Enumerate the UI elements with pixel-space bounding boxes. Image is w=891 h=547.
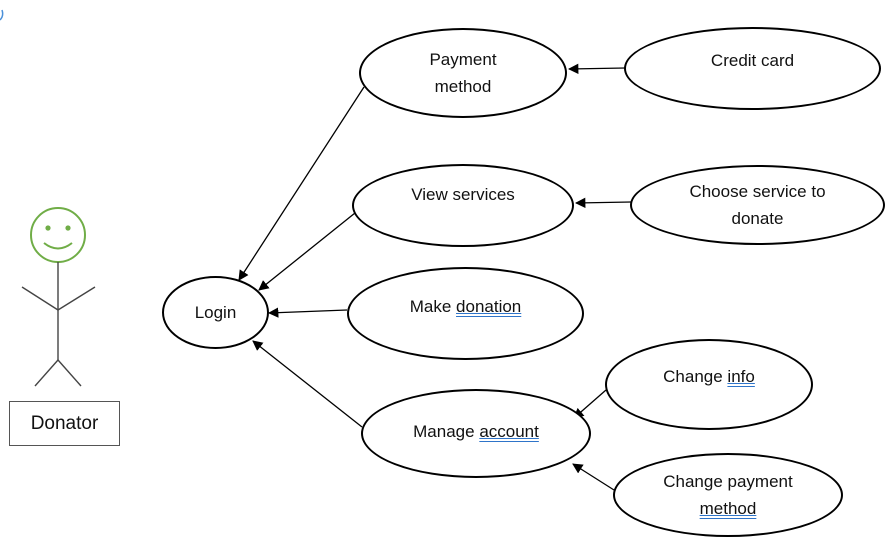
change-payment-line1: Change payment [663,472,793,491]
actor-left-leg [34,359,59,387]
change-info-word: info [727,367,755,386]
actor-right-arm [57,286,96,311]
arrow-choose-to-services [574,197,632,209]
actor-left-arm [21,286,59,311]
actor-label-box: Donator [9,401,120,446]
use-case-choose-service-label: Choose service to donate [689,182,826,228]
arrow-donation-to-login [267,307,348,318]
use-case-make-donation: Make donation [347,267,584,360]
use-case-manage-account: Manage account [361,389,591,478]
use-case-view-services-label: View services [411,185,515,204]
change-info-prefix: Change [663,367,728,386]
use-case-login: Login [162,276,269,349]
actor-name: Donator [30,412,99,434]
use-case-view-services: View services [352,164,574,247]
use-case-credit-card-label: Credit card [710,51,795,70]
use-case-change-payment-label: Change payment method [663,468,792,522]
make-donation-prefix: Make [409,297,457,316]
corner-fragment [0,9,4,21]
arrow-creditcard-to-payment [567,63,626,75]
change-payment-line2: method [699,499,757,518]
actor-right-eye [65,225,71,231]
arrow-account-to-login [252,340,363,428]
actor-left-eye [45,225,51,231]
manage-account-prefix: Manage [413,422,480,441]
use-case-choose-service: Choose service to donate [630,165,885,245]
arrow-payment-to-login [238,86,365,281]
arrow-services-to-login [258,212,356,291]
actor-head-icon [30,207,86,263]
use-case-change-info: Change info [605,339,813,430]
use-case-manage-account-label: Manage account [413,418,539,445]
use-case-change-payment-method: Change payment method [613,453,843,537]
use-case-login-label: Login [194,303,237,322]
make-donation-word: donation [456,297,522,316]
use-case-payment-method-label: Payment method [429,50,497,96]
arrow-changepayment-to-account [572,463,615,491]
use-case-credit-card: Credit card [624,27,881,110]
use-case-payment-method: Payment method [359,28,567,118]
actor-smile [43,242,73,250]
donator-stick-figure [21,207,96,387]
use-case-make-donation-label: Make donation [410,293,522,320]
use-case-change-info-label: Change info [663,363,755,390]
actor-right-leg [57,359,82,387]
manage-account-word: account [479,422,539,441]
